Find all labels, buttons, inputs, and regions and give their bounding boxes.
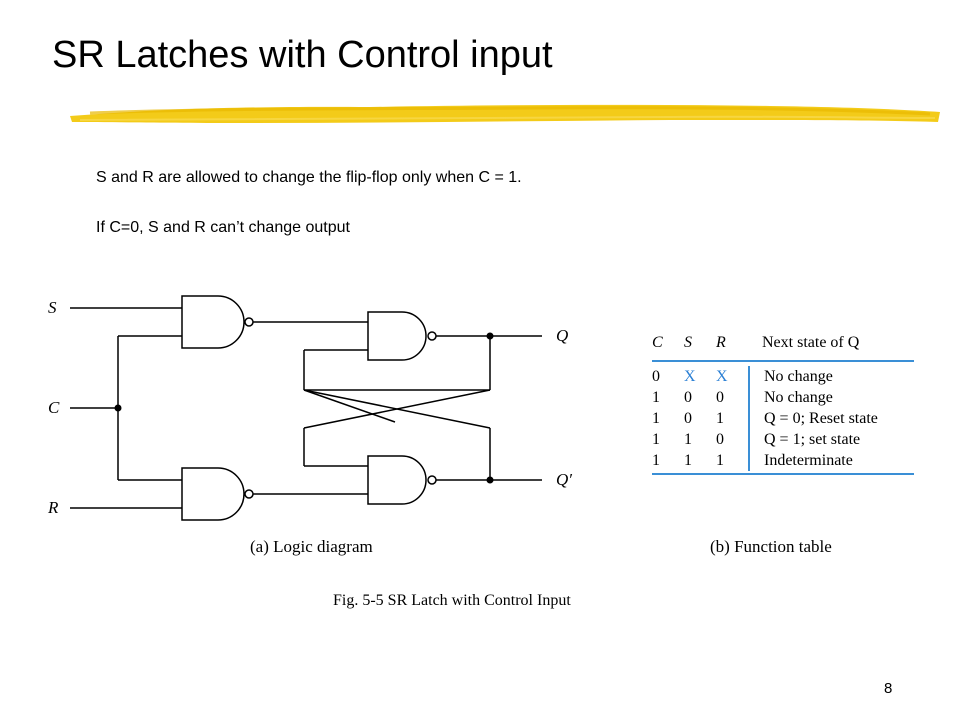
- output-label-qbar: Q′: [556, 470, 572, 489]
- output-label-q: Q: [556, 326, 569, 345]
- table-row: 0 X X: [652, 366, 748, 387]
- next-state-column: No change No change Q = 0; Reset state Q…: [748, 366, 914, 471]
- slide-title: SR Latches with Control input: [52, 34, 553, 76]
- cell-next-state: Q = 0; Reset state: [764, 410, 878, 427]
- latch-schematic: [70, 295, 542, 521]
- cell-r: 1: [716, 452, 724, 469]
- diagram-caption: (a) Logic diagram: [250, 537, 373, 556]
- table-caption: (b) Function table: [710, 537, 832, 556]
- yellow-highlight-stroke: [70, 104, 940, 123]
- cell-r: X: [716, 368, 728, 385]
- cell-c: 1: [652, 431, 660, 448]
- table-row: 1 0 0: [652, 387, 748, 408]
- header-r: R: [716, 334, 726, 351]
- cell-s: 0: [684, 389, 692, 406]
- header-next-state: Next state of Q: [762, 334, 860, 351]
- nand-gate-3: [367, 311, 427, 361]
- input-label-c: C: [48, 398, 60, 417]
- page-number: 8: [884, 680, 893, 697]
- table-header: C S R Next state of Q: [652, 334, 914, 362]
- table-body: 0 X X 1 0 0 1 0 1 1 1 0 1 1 1: [652, 362, 914, 475]
- cell-c: 1: [652, 452, 660, 469]
- figure-caption: Fig. 5-5 SR Latch with Control Input: [333, 592, 571, 609]
- cell-s: 0: [684, 410, 692, 427]
- header-s: S: [684, 334, 692, 351]
- nand-gate-2: [181, 467, 245, 521]
- cell-next-state: No change: [764, 389, 833, 406]
- function-table: C S R Next state of Q 0 X X 1 0 0 1 0 1 …: [652, 334, 914, 475]
- cell-r: 0: [716, 431, 724, 448]
- logic-diagram: S C R Q Q′: [40, 280, 600, 530]
- cell-c: 1: [652, 389, 660, 406]
- cell-s: 1: [684, 431, 692, 448]
- bullet-text-2: If C=0, S and R can’t change output: [96, 219, 350, 236]
- bullet-text-1: S and R are allowed to change the flip-f…: [96, 169, 522, 186]
- cell-s: 1: [684, 452, 692, 469]
- cell-r: 0: [716, 389, 724, 406]
- table-row: 1 0 1: [652, 408, 748, 429]
- cell-next-state: Q = 1; set state: [764, 431, 861, 448]
- table-row: 1 1 0: [652, 429, 748, 450]
- cell-r: 1: [716, 410, 724, 427]
- cell-c: 0: [652, 368, 660, 385]
- cell-c: 1: [652, 410, 660, 427]
- input-label-r: R: [48, 498, 59, 517]
- header-c: C: [652, 334, 663, 351]
- cell-s: X: [684, 368, 696, 385]
- input-label-s: S: [48, 298, 57, 317]
- nand-gate-1: [181, 295, 245, 349]
- cell-next-state: Indeterminate: [764, 452, 853, 469]
- nand-gate-4: [367, 455, 427, 505]
- cell-next-state: No change: [764, 368, 833, 385]
- table-row: 1 1 1: [652, 450, 748, 471]
